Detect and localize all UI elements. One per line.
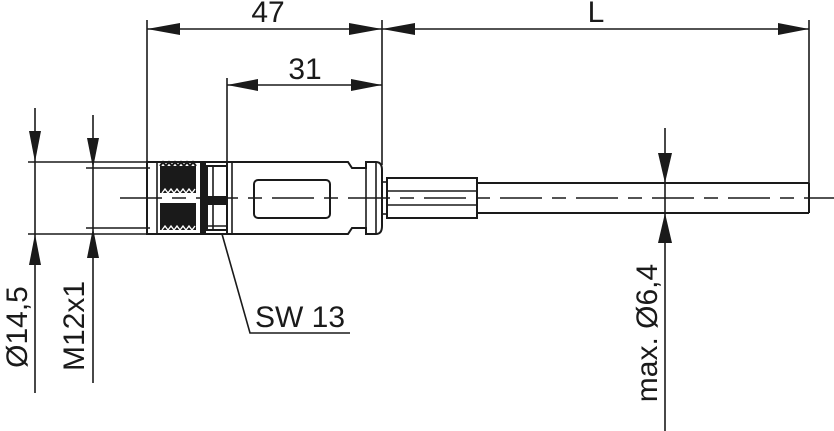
dimension-thread-m12x1: M12x1 bbox=[58, 115, 99, 383]
dimension-label-31: 31 bbox=[288, 53, 321, 86]
wrench-size-callout: SW 13 bbox=[221, 233, 350, 334]
dimension-label-thread: M12x1 bbox=[58, 281, 91, 371]
arrow-up-icon bbox=[658, 213, 672, 243]
arrow-right-icon bbox=[351, 79, 382, 91]
arrow-up-icon bbox=[29, 234, 41, 265]
wrench-size-label: SW 13 bbox=[255, 301, 345, 334]
dimension-diameter-14-5: Ø14,5 bbox=[1, 108, 41, 393]
dimension-47: 47 bbox=[147, 0, 415, 35]
extension-lines bbox=[146, 20, 810, 185]
arrow-up-icon bbox=[87, 228, 99, 258]
dimension-label-diameter-14-5: Ø14,5 bbox=[1, 286, 34, 368]
arrow-down-icon bbox=[87, 138, 99, 168]
dimension-label-L: L bbox=[588, 0, 605, 29]
arrow-left-icon bbox=[147, 23, 180, 35]
dimension-31: 31 bbox=[227, 53, 382, 91]
dimension-label-cable-diameter: max. Ø6,4 bbox=[631, 264, 664, 402]
arrow-down-icon bbox=[29, 131, 41, 162]
arrow-right-icon bbox=[349, 23, 382, 35]
arrow-left-icon bbox=[227, 79, 258, 91]
dimension-L: L bbox=[382, 0, 809, 35]
arrow-down-icon bbox=[658, 153, 672, 183]
dimension-label-47: 47 bbox=[251, 0, 284, 29]
arrow-right-icon bbox=[778, 23, 809, 35]
connector-body bbox=[226, 161, 383, 235]
dimension-cable-diameter: max. Ø6,4 bbox=[631, 128, 672, 431]
